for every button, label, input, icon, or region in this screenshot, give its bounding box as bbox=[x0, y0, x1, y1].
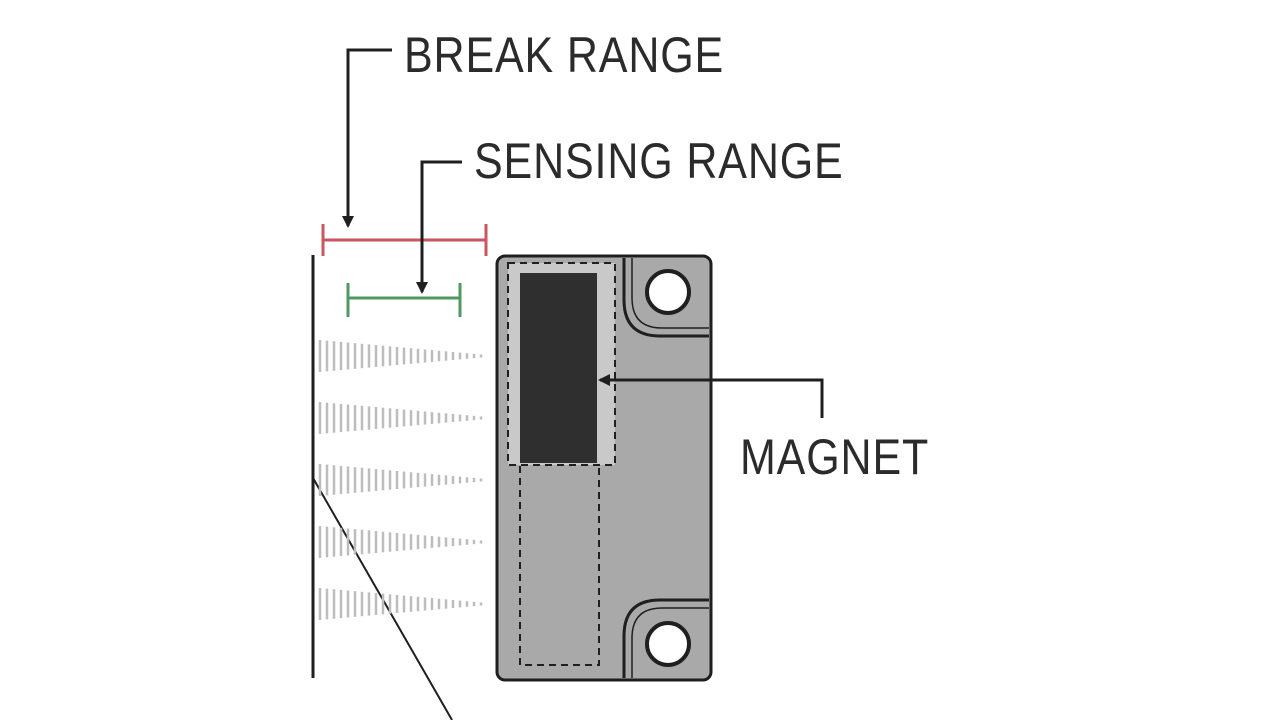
field-dash-group bbox=[318, 340, 483, 372]
magnet-label: MAGNET bbox=[740, 429, 930, 485]
field-dash-group bbox=[318, 526, 483, 558]
sensing-range-bracket bbox=[346, 283, 462, 317]
magnetic-field-lines bbox=[318, 340, 483, 620]
break-range-bracket bbox=[321, 224, 488, 256]
field-dash-group bbox=[318, 588, 483, 620]
sensing-range-label: SENSING RANGE bbox=[474, 133, 844, 189]
field-dash-group bbox=[318, 402, 483, 434]
break-range-label: BREAK RANGE bbox=[404, 27, 725, 83]
break-range-arrow bbox=[342, 48, 392, 228]
mounting-hole-top bbox=[645, 269, 691, 315]
field-dash-group bbox=[318, 464, 483, 496]
magnet-arrow bbox=[598, 374, 824, 418]
sensing-range-arrow bbox=[416, 160, 462, 294]
magnet-block bbox=[520, 273, 597, 463]
mounting-hole-bottom bbox=[645, 621, 691, 667]
